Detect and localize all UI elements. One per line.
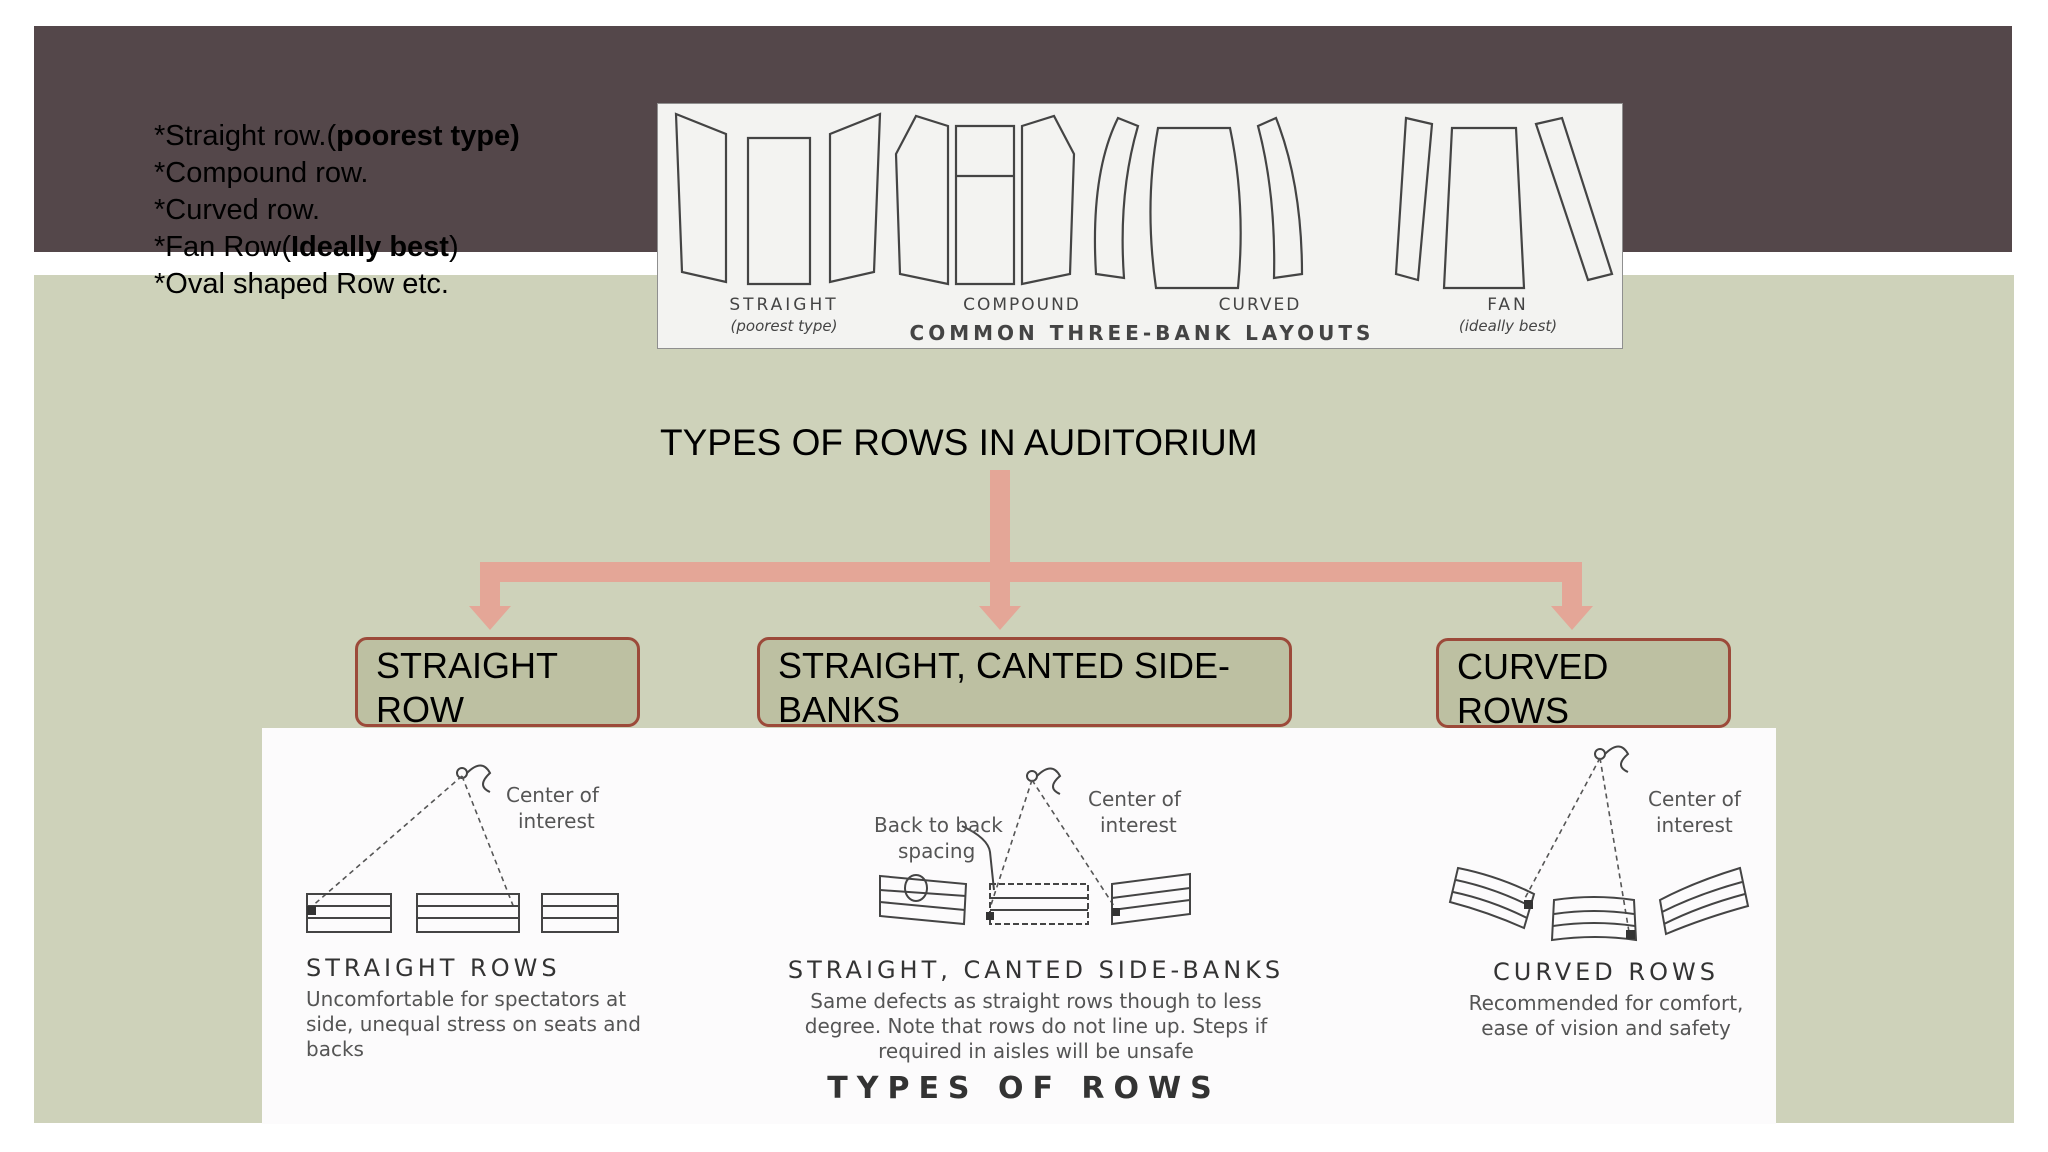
center-of-interest-label: Center of — [1648, 787, 1742, 811]
types-drawing: Center of interest Back to back spacing … — [306, 745, 1750, 1106]
list-item: *Oval shaped Row etc. — [154, 266, 520, 303]
center-of-interest-label: Center of — [506, 783, 600, 807]
page-title: TYPES OF ROWS IN AUDITORIUM — [660, 422, 1258, 463]
connector-drop-middle — [990, 562, 1010, 608]
list-item: *Compound row. — [154, 155, 520, 192]
curved-rows-desc: ease of vision and safety — [1481, 1016, 1731, 1040]
list-item-text: *Straight row.( — [154, 120, 337, 152]
three-bank-layouts-figure: STRAIGHT (poorest type) COMPOUND CURVED … — [657, 103, 1623, 349]
arrow-down-icon — [469, 606, 511, 630]
category-box-canted-side-banks: STRAIGHT, CANTED SIDE- BANKS — [757, 637, 1292, 730]
category-label: STRAIGHT, CANTED SIDE- — [778, 645, 1231, 686]
curved-layout-sketch — [1093, 116, 1304, 290]
center-of-interest-label: Center of — [1088, 787, 1182, 811]
arrow-down-icon — [1551, 606, 1593, 630]
curved-rows-heading: CURVED ROWS — [1493, 958, 1719, 986]
list-item-text: *Curved row. — [154, 194, 321, 226]
center-of-interest-label: interest — [1656, 813, 1733, 837]
category-label: CURVED — [1457, 646, 1609, 687]
fan-label: FAN — [1487, 295, 1529, 315]
category-label: ROWS — [1457, 690, 1569, 731]
category-label: ROW — [376, 689, 464, 730]
back-to-back-label: spacing — [898, 839, 975, 863]
straight-label: STRAIGHT — [729, 295, 838, 315]
curved-label: CURVED — [1219, 295, 1302, 315]
connector-drop-left — [480, 562, 500, 608]
center-of-interest-label: interest — [1100, 813, 1177, 837]
list-item: *Curved row. — [154, 192, 520, 229]
curved-rows-sketch — [1448, 745, 1750, 942]
canted-side-banks-sketch — [879, 767, 1191, 926]
compound-label: COMPOUND — [963, 295, 1081, 315]
canted-desc: Same defects as straight rows though to … — [810, 989, 1261, 1013]
category-label: STRAIGHT — [376, 645, 559, 686]
straight-rows-desc: side, unequal stress on seats and — [306, 1012, 641, 1036]
curved-rows-desc: Recommended for comfort, — [1469, 991, 1744, 1015]
list-item-bold: poorest type) — [336, 120, 520, 152]
list-item-bold: Ideally best — [291, 231, 449, 263]
center-of-interest-label: interest — [518, 809, 595, 833]
list-item: *Straight row.(poorest type) — [154, 118, 520, 155]
fan-layout-sketch — [1394, 116, 1614, 290]
straight-rows-desc: Uncomfortable for spectators at — [306, 987, 626, 1011]
layouts-caption: COMMON THREE-BANK LAYOUTS — [910, 321, 1375, 345]
list-item: *Fan Row(Ideally best) — [154, 229, 520, 266]
straight-rows-sketch — [306, 764, 619, 933]
list-item-text: *Compound row. — [154, 157, 369, 189]
types-caption: TYPES OF ROWS — [827, 1071, 1220, 1106]
ideally-best-note: (ideally best) — [1459, 317, 1557, 335]
poorest-note: (poorest type) — [731, 317, 838, 335]
list-item-tail: ) — [448, 231, 459, 263]
connector-crossbar — [480, 562, 1582, 582]
row-types-list: *Straight row.(poorest type) *Compound r… — [154, 118, 520, 303]
canted-desc: degree. Note that rows do not line up. S… — [805, 1014, 1268, 1038]
category-label: BANKS — [778, 689, 901, 730]
connector-drop-right — [1562, 562, 1582, 608]
connector-trunk — [990, 470, 1010, 570]
straight-rows-heading: STRAIGHT ROWS — [306, 954, 561, 982]
canted-heading: STRAIGHT, CANTED SIDE-BANKS — [788, 956, 1284, 984]
types-of-rows-figure: Center of interest Back to back spacing … — [262, 728, 1776, 1124]
compound-layout-sketch — [894, 114, 1076, 286]
layouts-drawing: STRAIGHT (poorest type) COMPOUND CURVED … — [674, 112, 1614, 345]
arrow-down-icon — [979, 606, 1021, 630]
straight-layout-sketch — [674, 112, 882, 286]
list-item-text: *Oval shaped Row etc. — [154, 268, 449, 300]
straight-rows-desc: backs — [306, 1037, 364, 1061]
canted-desc: required in aisles will be unsafe — [878, 1039, 1194, 1063]
category-box-straight-row: STRAIGHT ROW — [355, 637, 640, 730]
back-to-back-label: Back to back — [874, 813, 1003, 837]
list-item-text: *Fan Row( — [154, 231, 291, 263]
category-box-curved-rows: CURVED ROWS — [1436, 638, 1731, 731]
